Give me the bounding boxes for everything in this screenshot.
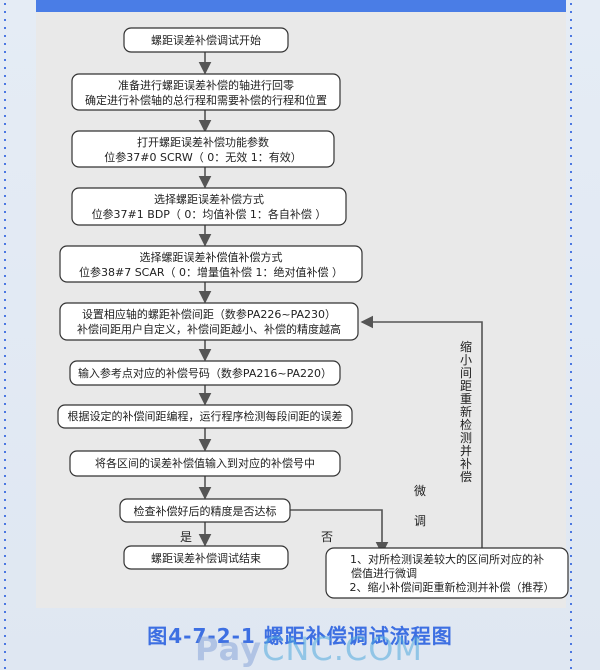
top-accent-bar: [36, 0, 566, 12]
shrink-label-7: 检: [460, 417, 472, 432]
shrink-label-10: 补: [460, 457, 472, 471]
box-program: [57, 404, 353, 429]
shrink-label-11: 偿: [460, 469, 472, 484]
box-end: [123, 545, 289, 570]
box-input: [69, 450, 341, 477]
program-text: 根据设定的补偿间距编程，运行程序检测每段间距的误差: [68, 409, 343, 423]
fine-tune-label-2: 调: [414, 514, 426, 528]
watermark-brand: Pay: [195, 630, 263, 668]
fine-tune-label-1: 微: [414, 484, 426, 498]
shrink-label-5: 重: [460, 392, 472, 406]
shrink-label-4: 距: [460, 379, 472, 393]
interval-text-2: 补偿间距用户自定义，补偿间距越小、补偿的精度越高: [77, 322, 341, 336]
interval-text-1: 设置相应轴的螺距补偿间距（数参PA226~PA230）: [82, 307, 336, 321]
no-label: 否: [321, 530, 333, 544]
box-adjust: [325, 547, 569, 599]
watermark: PayCNC.COM: [195, 630, 423, 668]
box-start: [123, 27, 289, 53]
box-check: [119, 498, 291, 523]
arrow-adjust-loop: [360, 315, 483, 548]
watermark-suffix: CNC.COM: [262, 630, 423, 668]
shrink-label-9: 并: [460, 444, 472, 458]
box-mode: [71, 187, 347, 226]
left-dotted-border: [4, 0, 6, 670]
check-text: 检查补偿好后的精度是否达标: [134, 504, 277, 518]
end-text: 螺距误差补偿调试结束: [151, 551, 261, 565]
box-value-mode: [59, 245, 363, 283]
shrink-label-6: 新: [460, 404, 472, 419]
right-dotted-border: [570, 0, 572, 670]
shrink-label-8: 测: [460, 431, 472, 445]
yes-label: 是: [180, 530, 192, 544]
value-mode-text-1: 选择螺距误差补偿值补偿方式: [140, 250, 283, 264]
arrow-check-adjust: [290, 509, 389, 555]
enable-text-2: 位参37#0 SCRW（ 0：无效 1：有效）: [104, 150, 301, 164]
home-text-1: 准备进行螺距误差补偿的轴进行回零: [118, 78, 294, 92]
start-text: 螺距误差补偿调试开始: [151, 33, 261, 47]
box-interval: [59, 302, 359, 341]
shrink-label-2: 小: [460, 353, 472, 367]
adjust-text-1: 1、对所检测误差较大的区间所对应的补: [350, 552, 544, 566]
ref-number-text: 输入参考点对应的补偿号码（数参PA216~PA220）: [78, 366, 332, 380]
adjust-text-2: 偿值进行微调: [351, 566, 417, 580]
box-ref-number: [69, 360, 341, 386]
value-mode-text-2: 位参38#7 SCAR（ 0：增量值补偿 1：绝对值补偿 ）: [79, 265, 343, 279]
enable-text-1: 打开螺距误差补偿功能参数: [137, 135, 269, 149]
figure-caption: 图4-7-2-1 螺距补偿调试流程图: [147, 624, 453, 648]
shrink-label-3: 间: [460, 366, 472, 380]
adjust-text-3: 2、缩小补偿间距重新检测并补偿（推荐）: [350, 580, 555, 594]
home-text-2: 确定进行补偿轴的总行程和需要补偿的行程和位置: [85, 93, 327, 107]
mode-text-1: 选择螺距误差补偿方式: [154, 192, 264, 206]
box-home: [71, 73, 341, 111]
input-text: 将各区间的误差补偿值输入到对应的补偿号中: [95, 456, 315, 470]
box-enable: [71, 130, 335, 168]
shrink-label-1: 缩: [460, 339, 472, 354]
mode-text-2: 位参37#1 BDP（ 0：均值补偿 1：各自补偿 ）: [92, 207, 327, 221]
